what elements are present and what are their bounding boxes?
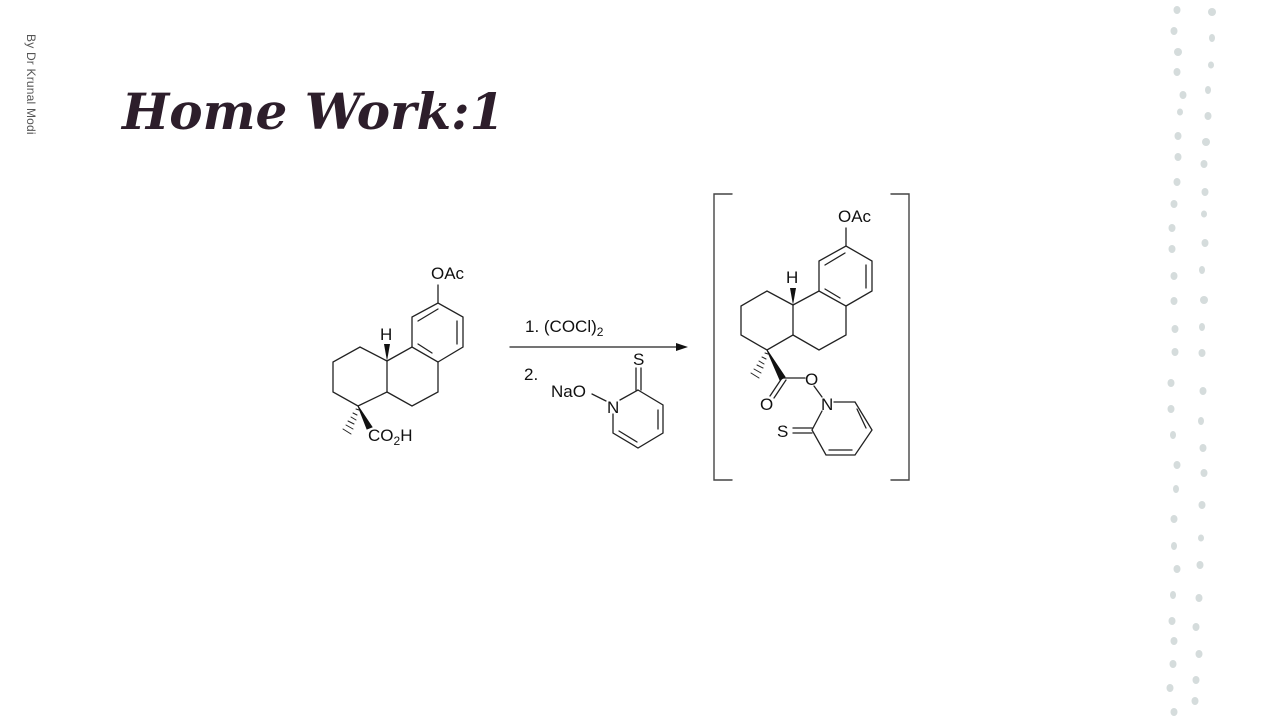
reagent-step1: 1. (COCl)2 bbox=[525, 317, 604, 339]
product-n-label: N bbox=[821, 395, 833, 414]
product-carbonyl-o-label: O bbox=[760, 395, 773, 414]
decorative-dot-border bbox=[1166, 6, 1216, 716]
reagent-nao-label: NaO bbox=[551, 382, 586, 401]
reactant-molecule bbox=[332, 284, 464, 435]
page-title: Home Work:1 bbox=[122, 82, 505, 141]
product-s-label: S bbox=[777, 422, 788, 441]
product-oac-label: OAc bbox=[838, 207, 872, 226]
reactant-co2h-label: CO2H bbox=[368, 426, 412, 448]
author-credit: By Dr Krunal Modi bbox=[24, 34, 38, 135]
reagent-step2: 2. bbox=[524, 365, 538, 384]
reactant-oac-label: OAc bbox=[431, 264, 465, 283]
product-h-label: H bbox=[786, 268, 798, 287]
reactant-h-label: H bbox=[380, 325, 392, 344]
reagent-n-label: N bbox=[607, 398, 619, 417]
product-brackets bbox=[713, 193, 910, 481]
product-molecule bbox=[740, 227, 873, 456]
reagent-pyridinethione bbox=[591, 367, 664, 449]
product-ester-o-label: O bbox=[805, 370, 818, 389]
reagent-s-label: S bbox=[633, 350, 644, 369]
